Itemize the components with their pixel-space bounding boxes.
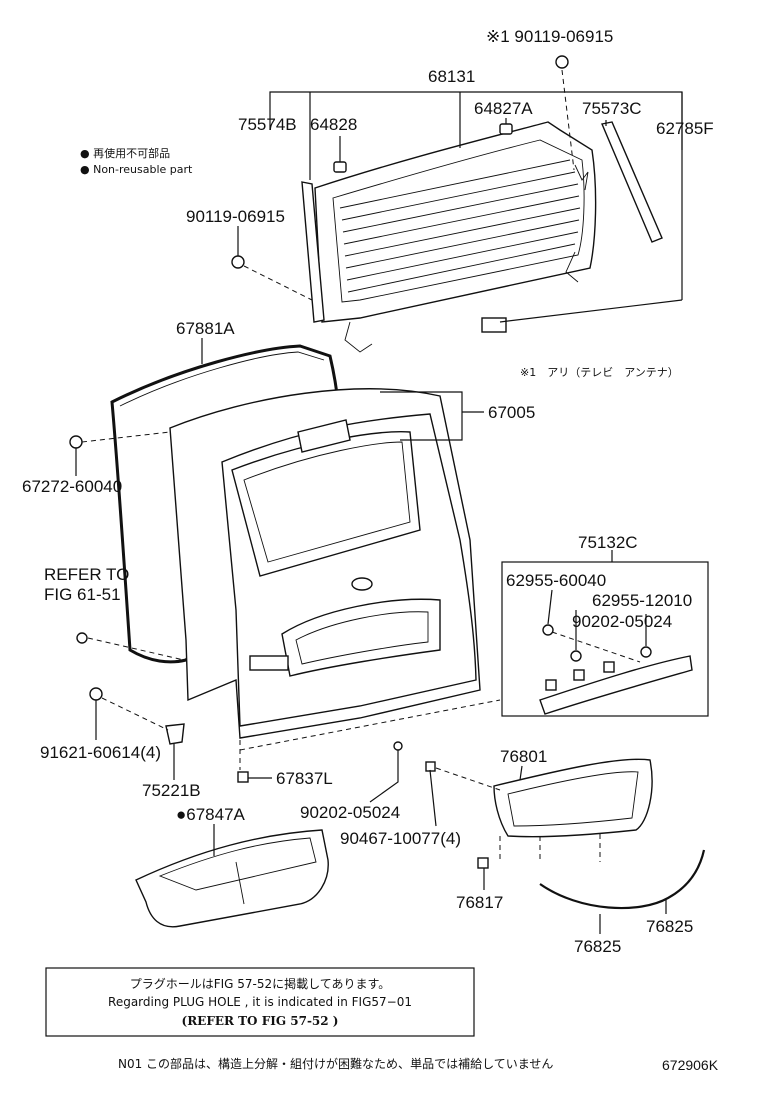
clip-64828-icon <box>333 161 347 173</box>
label-75573C: 75573C <box>582 99 642 118</box>
label-90119-top: ※1 90119-06915 <box>486 27 613 46</box>
clip-62955-60040-icon <box>542 624 554 636</box>
label-90119-left: 90119-06915 <box>186 207 285 226</box>
label-76825-right: 76825 <box>646 917 693 936</box>
clip-62955-12010-icon <box>570 650 582 662</box>
nut-90202-bottom-icon <box>393 741 403 751</box>
rear-glass-68131 <box>314 121 597 353</box>
label-67847A: ●67847A <box>176 805 246 824</box>
label-76817: 76817 <box>456 893 503 912</box>
label-90467: 90467-10077(4) <box>340 829 461 848</box>
bolt-90119-top-icon <box>555 55 569 69</box>
bolt-90119-left-icon <box>231 255 245 269</box>
screw-90202-icon <box>640 646 652 658</box>
bracket-75221B <box>165 723 185 745</box>
label-64828: 64828 <box>310 115 357 134</box>
label-76801: 76801 <box>500 747 547 766</box>
note-line-1: プラグホールはFIG 57-52に掲載してあります。 <box>130 976 391 991</box>
clip-refer-icon <box>76 632 88 644</box>
label-67837L: 67837L <box>276 769 333 788</box>
antenna-note: ※1 アリ（テレビ アンテナ） <box>520 366 679 379</box>
label-68131: 68131 <box>428 67 475 86</box>
back-door-67005 <box>169 388 481 739</box>
screw-91621-icon <box>89 687 103 701</box>
label-64827A: 64827A <box>474 99 533 118</box>
cover-67847A <box>135 829 329 928</box>
label-refer-1: REFER TO <box>44 565 129 584</box>
stop-lamp-75132C <box>539 655 693 715</box>
label-90202-box: 90202-05024 <box>572 612 672 631</box>
label-91621: 91621-60614(4) <box>40 743 161 762</box>
diagram-id: 672906K <box>662 1057 719 1073</box>
label-90202-bottom: 90202-05024 <box>300 803 400 822</box>
label-67881A: 67881A <box>176 319 235 338</box>
label-75574B: 75574B <box>238 115 297 134</box>
label-62955-12010: 62955-12010 <box>592 591 692 610</box>
clip-64827A-icon <box>499 123 513 135</box>
sticker-62785F <box>481 317 507 333</box>
legend-jp: ● 再使用不可部品 <box>80 146 170 160</box>
molding-75573C <box>601 121 663 243</box>
label-67005: 67005 <box>488 403 535 422</box>
footer-note: N01 この部品は、構造上分解・組付けが困難なため、単品では補給していません <box>118 1056 553 1071</box>
note-line-2: Regarding PLUG HOLE , it is indicated in… <box>108 995 412 1009</box>
garnish-76801 <box>493 758 653 838</box>
label-refer-2: FIG 61-51 <box>44 585 121 604</box>
clip-90467-icon <box>425 761 436 772</box>
molding-75574B <box>301 181 325 323</box>
molding-76825 <box>539 849 706 910</box>
label-75132C: 75132C <box>578 533 638 552</box>
label-75221B: 75221B <box>142 781 201 800</box>
label-62785F: 62785F <box>656 119 714 138</box>
label-76825-bottom: 76825 <box>574 937 621 956</box>
legend-en: ● Non-reusable part <box>80 163 193 176</box>
label-67272: 67272-60040 <box>22 477 122 496</box>
note-box <box>45 967 475 1037</box>
leader-lines <box>75 69 683 934</box>
label-62955-60040: 62955-60040 <box>506 571 606 590</box>
note-line-3: (REFER TO FIG 57-52 ) <box>182 1014 339 1028</box>
clip-67837L-icon <box>237 771 249 783</box>
clip-67272-icon <box>69 435 83 449</box>
inset-box-75132C <box>501 561 709 717</box>
clip-76817-icon <box>477 857 489 869</box>
